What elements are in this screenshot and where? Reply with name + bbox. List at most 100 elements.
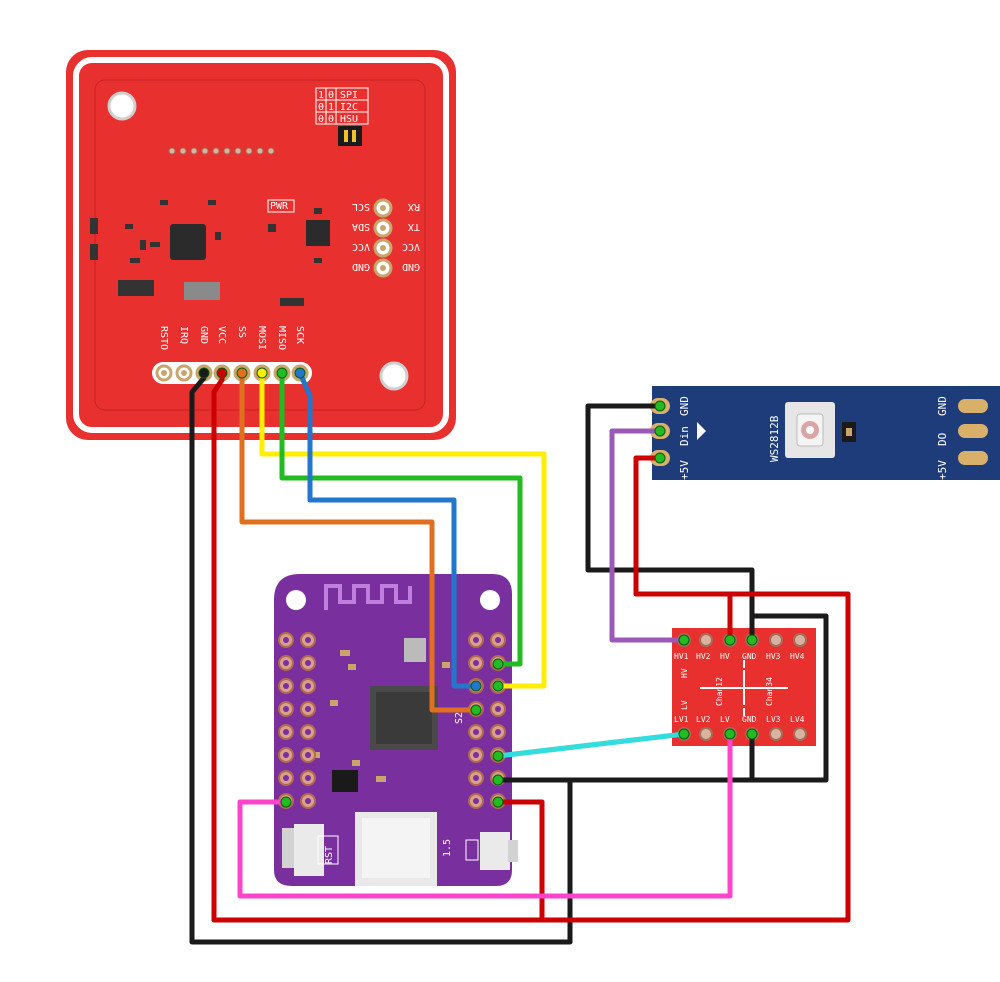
wire-end-dot (276, 367, 288, 379)
shifter-top-label: GND (742, 652, 757, 661)
pin-hole (181, 370, 187, 376)
strip-output-pad[interactable] (958, 451, 988, 465)
side-label-right: RX (408, 201, 420, 212)
boot-button[interactable] (480, 832, 510, 870)
pad (245, 147, 253, 155)
pad (179, 147, 187, 155)
data-wire[interactable] (495, 731, 687, 759)
wires (189, 370, 851, 945)
wire-end-dot (294, 367, 306, 379)
strip-output-pad[interactable] (958, 399, 988, 413)
wire-end-dot (198, 367, 210, 379)
pad (223, 147, 231, 155)
wire-end-dot (280, 796, 292, 808)
shifter-pad-top[interactable] (699, 633, 713, 647)
shifter-pad-bottom[interactable] (699, 727, 713, 741)
pin-hole (305, 660, 311, 666)
side-label-right: VCC (402, 241, 420, 252)
shifter-pad-top[interactable] (793, 633, 807, 647)
pin-label-sck: SCK (294, 326, 305, 344)
mount-hole-icon (379, 361, 409, 391)
mode-value: 1 (328, 102, 334, 113)
pin-hole (283, 706, 289, 712)
chan34-label: Chan34 (765, 677, 774, 706)
strip-output-pad[interactable] (958, 424, 988, 438)
wire-end-dot (492, 680, 504, 692)
pin-label-vcc: VCC (216, 326, 227, 344)
pin-hole (380, 245, 386, 251)
wire-end-dot (654, 452, 666, 464)
pin-label-rsto: RSTO (158, 326, 169, 350)
sck-wire[interactable] (297, 370, 479, 689)
pin-hole (305, 729, 311, 735)
pin-hole (495, 729, 501, 735)
pad (234, 147, 242, 155)
gnd-wire[interactable] (189, 370, 829, 945)
strip-out-5v-label: +5V (936, 460, 949, 480)
pin-label-ss: SS (236, 326, 247, 338)
crystal (184, 282, 220, 300)
shifter-pad-top[interactable] (769, 633, 783, 647)
wire-end-dot (492, 774, 504, 786)
shifter-top-label: HV (720, 652, 730, 661)
pin-hole (380, 265, 386, 271)
wire-end-dot (724, 728, 736, 740)
lv-gnd-wire[interactable] (495, 731, 755, 783)
vcc-wire[interactable] (211, 370, 545, 923)
level-shifter: Chan12 Chan34 HV LV HV1LV1HV2LV2HVLVGNDG… (672, 628, 816, 746)
shifter-bottom-label: LV3 (766, 715, 781, 724)
mode-value: 1 (318, 90, 324, 101)
pin-hole (283, 683, 289, 689)
pad (267, 147, 275, 155)
wire-end-dot (678, 634, 690, 646)
pin-label-irq: IRQ (178, 326, 189, 344)
mosi-wire[interactable] (259, 370, 547, 689)
rst-button[interactable] (294, 824, 324, 876)
strip-in-din-label: Din (678, 426, 691, 446)
wire-end-dot (470, 680, 482, 692)
pad (168, 147, 176, 155)
strip-din-wire[interactable] (609, 428, 687, 643)
mode-value: 0 (328, 114, 334, 125)
lv-wire[interactable] (237, 731, 733, 899)
strip-5v-wire[interactable] (633, 455, 733, 643)
wire-end-dot (746, 634, 758, 646)
mode-value: 0 (318, 102, 324, 113)
wire-end-dot (492, 796, 504, 808)
pin-hole (495, 706, 501, 712)
ss-wire[interactable] (239, 370, 479, 713)
mount-hole-icon (107, 91, 137, 121)
mode-table: SPI 0 1 I2C 1 0 HSU 0 0 (315, 87, 369, 125)
pin-label-mosi: MOSI (256, 326, 267, 350)
shifter-pad-bottom[interactable] (769, 727, 783, 741)
side-label-left: SCL (352, 201, 370, 212)
pin-hole (283, 729, 289, 735)
pin-label-miso: MISO (276, 326, 287, 350)
mode-hsu-label: HSU (340, 114, 358, 125)
mode-spi-label: SPI (340, 90, 358, 101)
strip-5v-wire-outline (633, 455, 733, 643)
nfc-chip (170, 224, 206, 260)
pin-label-gnd: GND (198, 326, 209, 344)
mount-hole-icon (480, 590, 500, 610)
wire-end-dot (746, 728, 758, 740)
wire-end-dot (256, 367, 268, 379)
shifter-bottom-label: LV2 (696, 715, 711, 724)
shifter-pad-bottom[interactable] (793, 727, 807, 741)
wire-end-dot (654, 400, 666, 412)
pin-hole (473, 798, 479, 804)
pin-hole (473, 729, 479, 735)
wire-end-dot (724, 634, 736, 646)
pin-hole (305, 752, 311, 758)
hv-power-wire[interactable] (539, 591, 851, 923)
wire-end-dot (492, 750, 504, 762)
pin-hole (305, 637, 311, 643)
side-label-left: GND (352, 261, 370, 272)
miso-wire[interactable] (279, 370, 523, 667)
resistor-array (118, 280, 154, 296)
shifter-bottom-label: LV4 (790, 715, 805, 724)
wemos-board: RST 1.5 S2 (274, 574, 518, 886)
